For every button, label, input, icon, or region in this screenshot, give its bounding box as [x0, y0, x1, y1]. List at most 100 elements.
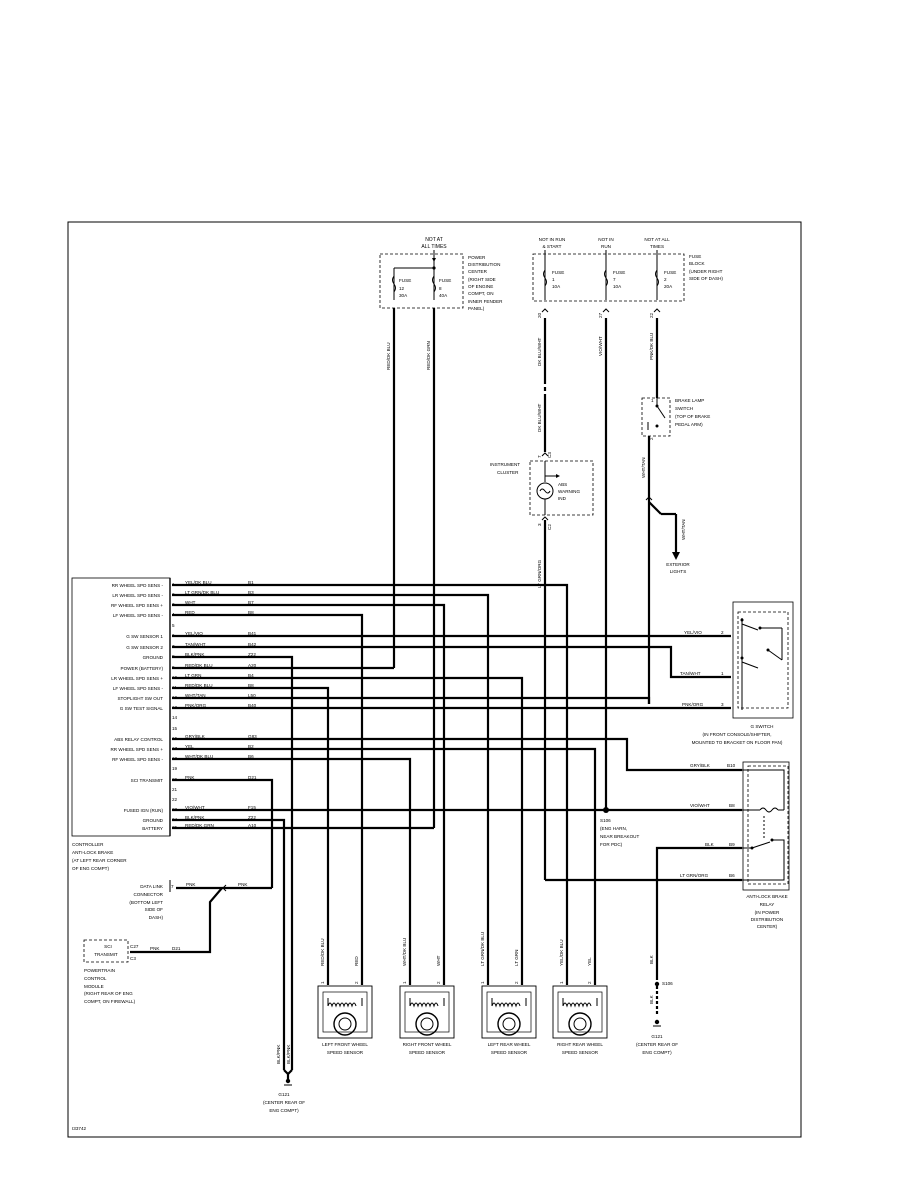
module-pin-label: LF WHEEL SPD SENS -	[113, 613, 164, 618]
svg-text:20A: 20A	[664, 284, 673, 289]
ground-g121-left: BLK/PNK BLK/PNK G121 (CENTER REAR OF ENG…	[263, 1044, 305, 1113]
svg-text:(AT LEFT REAR CORNER: (AT LEFT REAR CORNER	[72, 858, 127, 863]
sensor-wire-label: WHT	[436, 955, 441, 966]
svg-text:VIO/WHT: VIO/WHT	[598, 336, 603, 356]
svg-text:(IN POWER: (IN POWER	[755, 910, 780, 915]
data-link-connector: DATA LINK CONNECTOR (BOTTOM LEFT SIDE OF…	[129, 880, 272, 954]
sensor-wire-label: LT GRN/DK BLU	[480, 932, 485, 966]
module-pin-number: 21	[172, 787, 178, 792]
svg-text:TRANSMIT: TRANSMIT	[94, 952, 118, 957]
module-pin-circuit: B7	[248, 600, 254, 605]
svg-text:D21: D21	[172, 946, 181, 951]
svg-text:DK BLU/WHT: DK BLU/WHT	[537, 337, 542, 366]
sensor-pin-number: 2	[587, 981, 592, 984]
svg-text:B6: B6	[729, 873, 735, 878]
module-pin-label: POWER (BATTERY)	[121, 666, 164, 671]
svg-text:22: 22	[649, 312, 654, 318]
figure-id: I33742	[72, 1126, 86, 1131]
svg-text:7: 7	[613, 277, 616, 282]
module-pin-wire: PNK/ORG	[185, 703, 207, 708]
module-pin-circuit: B41	[248, 631, 257, 636]
svg-text:ANTI-LOCK BRAKE: ANTI-LOCK BRAKE	[72, 850, 113, 855]
module-pin-wire: RED/DK BLU	[185, 663, 213, 668]
svg-text:7: 7	[537, 455, 542, 458]
svg-text:PNK: PNK	[186, 882, 196, 887]
svg-text:NOT IN: NOT IN	[598, 237, 613, 242]
module-pin-number: 15	[172, 726, 178, 731]
svg-text:WHT/TAN: WHT/TAN	[641, 457, 646, 478]
svg-text:BLOCK: BLOCK	[689, 261, 706, 266]
svg-text:(RIGHT REAR OF ENG: (RIGHT REAR OF ENG	[84, 991, 133, 996]
svg-text:OF ENGINE: OF ENGINE	[468, 284, 493, 289]
svg-text:(IN FRONT CONSOLE/SHIFTER,: (IN FRONT CONSOLE/SHIFTER,	[702, 732, 771, 737]
svg-text:SIDE OF DASH): SIDE OF DASH)	[689, 276, 723, 281]
svg-text:DISTRIBUTION: DISTRIBUTION	[751, 917, 783, 922]
svg-text:G SWITCH: G SWITCH	[751, 724, 774, 729]
module-pin-circuit: B8	[248, 683, 254, 688]
sensor-pin-number: 1	[402, 981, 407, 984]
svg-text:& START: & START	[543, 244, 562, 249]
svg-text:(BOTTOM LEFT: (BOTTOM LEFT	[129, 900, 163, 905]
tone-ring-icon	[497, 1012, 521, 1036]
svg-text:S106: S106	[600, 818, 611, 823]
svg-text:BLK: BLK	[649, 954, 654, 964]
sensor-caption: RIGHT FRONT WHEEL	[403, 1042, 452, 1047]
svg-text:FUSE: FUSE	[689, 254, 701, 259]
svg-text:CONTROL: CONTROL	[84, 976, 107, 981]
module-pin-circuit: A20	[248, 663, 257, 668]
svg-text:2: 2	[649, 437, 654, 440]
svg-text:NEAR BREAKOUT: NEAR BREAKOUT	[600, 834, 640, 839]
svg-text:MOUNTED TO BRACKET ON FLOOR PA: MOUNTED TO BRACKET ON FLOOR PAN)	[692, 740, 783, 745]
module-pin-wire: YEL	[185, 744, 194, 749]
instrument-cluster: INSTRUMENT CLUSTER DK BLU/WHT 7 C3 ABS W…	[490, 403, 594, 880]
svg-text:ABS: ABS	[558, 482, 567, 487]
svg-text:ALL TIMES: ALL TIMES	[421, 244, 447, 250]
svg-text:(RIGHT SIDE: (RIGHT SIDE	[468, 277, 496, 282]
module-pin-label: RR WHEEL SPD SENS +	[110, 747, 163, 752]
svg-text:B10: B10	[727, 763, 736, 768]
svg-text:8: 8	[439, 286, 442, 291]
module-pin-wire: GRY/BLK	[185, 734, 206, 739]
svg-text:30A: 30A	[399, 293, 408, 298]
module-pin-label: RF WHEEL SPD SENS -	[112, 757, 163, 762]
svg-text:POWER: POWER	[468, 255, 486, 260]
module-pin-label: FUSED IGN (RUN)	[124, 808, 164, 813]
module-pin-label: G SW SENSOR 1	[126, 634, 163, 639]
module-pin-number: 22	[172, 797, 178, 802]
sensor-pin-number: 1	[320, 981, 325, 984]
module-pin-circuit: Z22	[248, 815, 256, 820]
svg-text:PNK: PNK	[150, 946, 160, 951]
svg-text:RED/DK BLU: RED/DK BLU	[386, 342, 391, 370]
brake-lamp-switch: 1 2 BRAKE LAMP SWITCH (TOP OF BRAKE PEDA…	[641, 397, 710, 704]
svg-text:1: 1	[721, 671, 724, 676]
svg-text:RED/DK GRN: RED/DK GRN	[426, 341, 431, 370]
module-pin-label: LR WHEEL SPD SENS -	[112, 593, 163, 598]
svg-text:EXTERIOR: EXTERIOR	[666, 562, 690, 567]
diagram-frame	[67, 221, 802, 1138]
module-pin-label: GROUND	[143, 818, 164, 823]
svg-text:G121: G121	[651, 1034, 663, 1039]
module-pin-circuit: B3	[248, 590, 254, 595]
svg-text:RELAY: RELAY	[760, 902, 775, 907]
svg-text:BLK/PNK: BLK/PNK	[276, 1044, 281, 1064]
svg-text:COMPT, ON: COMPT, ON	[468, 291, 494, 296]
svg-text:PEDAL ARM): PEDAL ARM)	[675, 422, 703, 427]
module-pin-wire: PNK	[185, 775, 195, 780]
module-pin-label: G SW TEST SIGNAL	[120, 706, 164, 711]
sensor-wire-label: YEL	[587, 957, 592, 966]
svg-text:C3: C3	[130, 956, 136, 961]
svg-text:LIGHTS: LIGHTS	[670, 569, 687, 574]
tone-ring-icon	[568, 1012, 592, 1036]
sensor-pin-number: 2	[436, 981, 441, 984]
svg-text:(CENTER REAR OF: (CENTER REAR OF	[636, 1042, 678, 1047]
sensor-wire-label: WHT/DK BLU	[402, 938, 407, 966]
svg-text:CENTER): CENTER)	[757, 924, 778, 929]
svg-text:CONTROLLER: CONTROLLER	[72, 842, 104, 847]
sensor-caption: RIGHT REAR WHEEL	[557, 1042, 603, 1047]
ground-icon	[285, 1078, 291, 1084]
module-pin-circuit: B4	[248, 673, 254, 678]
svg-text:DATA LINK: DATA LINK	[140, 884, 164, 889]
svg-text:GRY/BLK: GRY/BLK	[690, 763, 711, 768]
